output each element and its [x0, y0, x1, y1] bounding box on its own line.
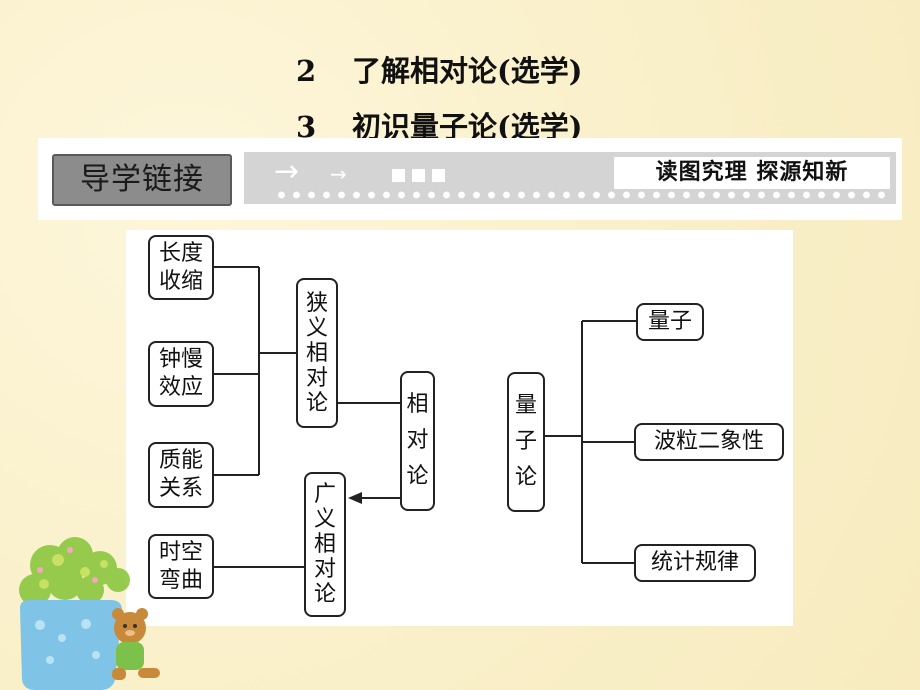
node-relativity: 相对论: [400, 371, 435, 511]
banner-subtitle: 读图究理 探源知新: [614, 157, 890, 189]
arrow-right-icon: →: [274, 154, 300, 189]
lesson-number: 3: [296, 110, 317, 144]
node-mass-energy: 质能关系: [148, 442, 214, 508]
node-wave-particle-duality: 波粒二象性: [634, 423, 784, 461]
dot-row-decoration: [274, 190, 889, 200]
lesson-title-text: 了解相对论(选学): [352, 54, 583, 88]
section-banner: 导学链接 → → 读图究理 探源知新: [38, 138, 902, 220]
square-icon: [412, 169, 425, 182]
node-statistical-law: 统计规律: [634, 544, 756, 582]
node-length-contraction: 长度收缩: [148, 235, 214, 300]
lesson-number: 2: [296, 54, 317, 88]
arrow-left-icon: [348, 492, 362, 504]
node-spacetime-curvature: 时空弯曲: [148, 534, 214, 599]
arrow-right-icon: →: [330, 162, 347, 186]
concept-map-connectors: [214, 266, 636, 568]
square-icon: [392, 169, 405, 182]
node-general-relativity: 广义相对论: [304, 472, 346, 617]
concept-map: 长度收缩 钟慢效应 质能关系 时空弯曲 狭义相对论 广义相对论 相对论 量子论 …: [126, 230, 793, 626]
lesson-title-2: 2 了解相对论(选学): [296, 48, 582, 90]
node-quantum-theory: 量子论: [507, 372, 545, 512]
banner-tag: 导学链接: [52, 154, 232, 206]
node-special-relativity: 狭义相对论: [296, 278, 338, 428]
plant-and-bear-decoration: [19, 537, 160, 690]
node-time-dilation: 钟慢效应: [148, 341, 214, 407]
node-quantum: 量子: [636, 303, 704, 341]
banner-strip: → → 读图究理 探源知新: [244, 152, 896, 204]
square-icon: [432, 169, 445, 182]
